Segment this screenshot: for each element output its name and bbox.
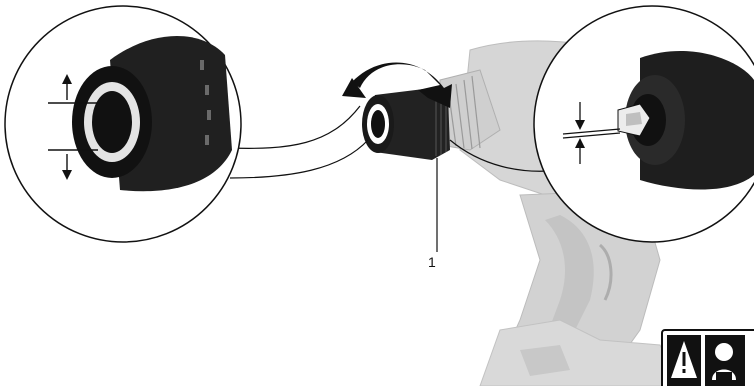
rotate-arrow-icon [342,62,452,108]
left-detail-magnifier [4,5,369,243]
callout-number-1: 1 [428,254,436,270]
warning-icon [667,335,701,386]
bit-clamp-icon [562,102,621,164]
chuck-jaw-open-close-icon [48,74,98,180]
keyless-chuck [362,88,450,160]
safety-pictograms [661,329,754,386]
right-detail-magnifier [449,5,754,243]
read-manual-icon [705,335,745,386]
